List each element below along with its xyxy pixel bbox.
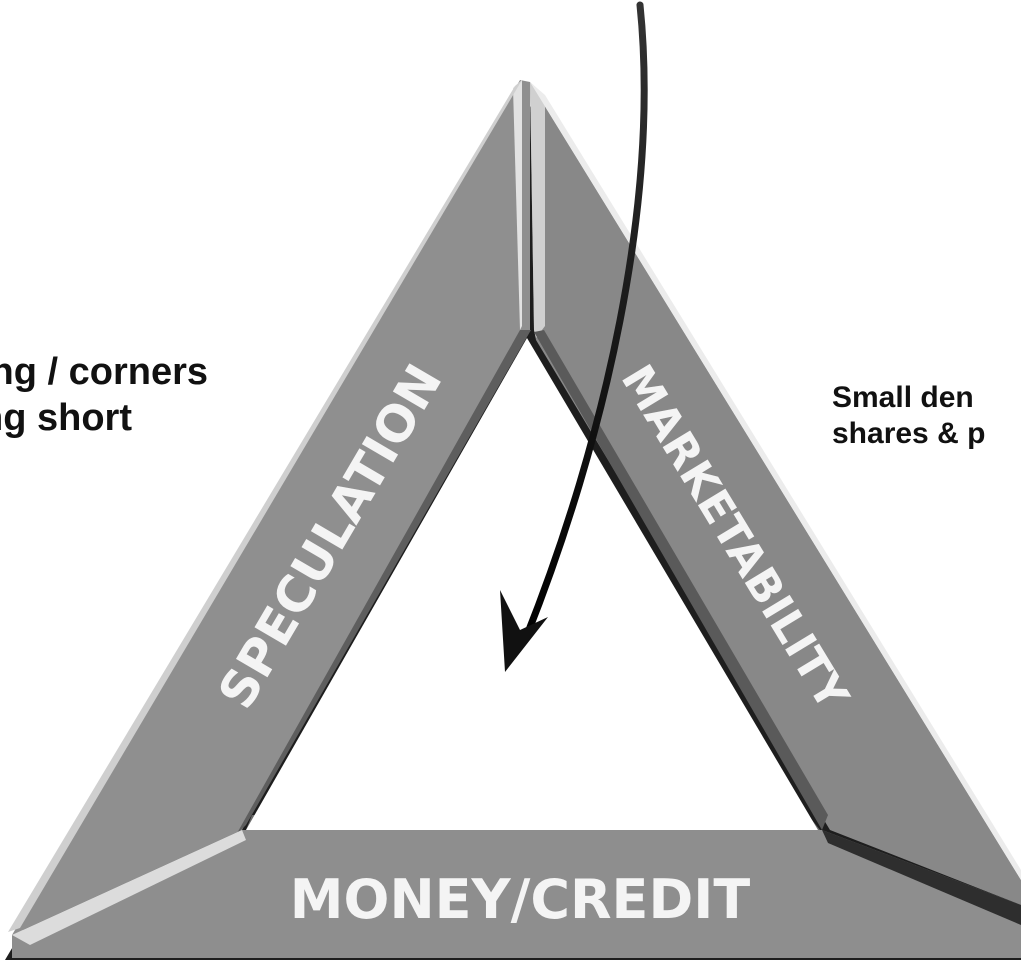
right-annotation: Small den shares & p <box>832 380 985 452</box>
right-annotation-line-1: Small den <box>832 381 974 414</box>
speculation-band-inner-edge <box>236 330 531 835</box>
right-annotation-line-2: shares & p <box>832 417 986 450</box>
left-annotation-line-2: ng short <box>0 396 132 439</box>
left-annotation-line-1: ing / corners <box>0 351 209 393</box>
marketability-band-inner-edge <box>534 330 828 830</box>
speculation-outer-highlight <box>8 80 522 932</box>
arrow-shaft <box>521 1 648 644</box>
arrow-head <box>500 590 548 672</box>
left-annotation: ing / corners ng short <box>0 350 208 441</box>
money-credit-left-corner-highlight <box>12 830 246 945</box>
marketability-band-bevel <box>530 82 545 338</box>
money-credit-band <box>12 830 1021 958</box>
money-credit-label: MONEY/CREDIT <box>290 868 751 931</box>
speculation-band-bevel <box>513 80 522 330</box>
money-credit-right-corner-dark <box>822 830 1021 925</box>
marketability-outer-highlight <box>530 82 1021 880</box>
inner-triangle <box>246 338 818 830</box>
marketability-band <box>530 82 1021 905</box>
